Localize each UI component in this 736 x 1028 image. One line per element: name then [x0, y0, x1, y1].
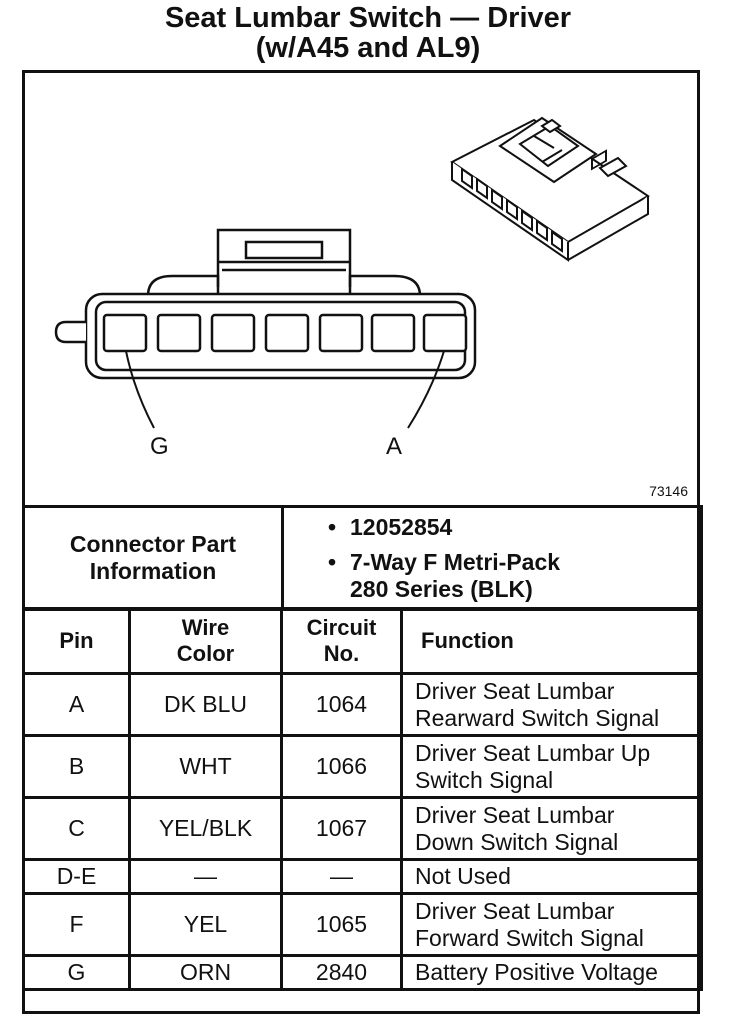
pin-label-a: A	[386, 433, 402, 460]
header-wire-color: Wire Color	[128, 607, 283, 675]
pin-cell: G	[22, 954, 131, 991]
diagram-subtitle: (w/A45 and AL9)	[255, 32, 481, 64]
header-pin: Pin	[22, 607, 131, 675]
pin-table: Pin Wire Color Circuit No. Function A DK…	[22, 607, 703, 991]
circuit-cell: —	[280, 858, 403, 895]
wire-color-cell: ORN	[128, 954, 283, 991]
connector-cavities	[102, 313, 468, 353]
table-row: G ORN 2840 Battery Positive Voltage	[22, 954, 703, 991]
function-cell: Battery Positive Voltage	[400, 954, 703, 991]
function-cell: Not Used	[400, 858, 703, 895]
connector-info-label-text: Connector Part Information	[69, 531, 237, 584]
figure-number: 73146	[649, 483, 688, 499]
table-row: F YEL 1065 Driver Seat Lumbar Forward Sw…	[22, 892, 703, 957]
connector-type: 7-Way F Metri-Pack 280 Series (BLK)	[328, 549, 590, 603]
leader-lines	[125, 350, 445, 429]
circuit-cell: 2840	[280, 954, 403, 991]
part-number: 12052854	[328, 514, 700, 541]
connector-isometric-view	[450, 116, 650, 262]
cavity-b	[370, 313, 416, 353]
cavity-d	[264, 313, 310, 353]
connector-info-label: Connector Part Information	[22, 505, 284, 611]
connector-info-table: Connector Part Information 12052854 7-Wa…	[22, 505, 703, 611]
cavity-c	[318, 313, 364, 353]
wire-color-cell: WHT	[128, 734, 283, 799]
wire-color-cell: YEL/BLK	[128, 796, 283, 861]
function-cell: Driver Seat Lumbar Forward Switch Signal	[400, 892, 703, 957]
pin-cell: A	[22, 672, 131, 737]
table-row: B WHT 1066 Driver Seat Lumbar Up Switch …	[22, 734, 703, 799]
function-cell: Driver Seat Lumbar Up Switch Signal	[400, 734, 703, 799]
wire-color-cell: —	[128, 858, 283, 895]
cavity-e	[210, 313, 256, 353]
circuit-cell: 1065	[280, 892, 403, 957]
circuit-cell: 1064	[280, 672, 403, 737]
connector-face-view	[54, 228, 477, 380]
function-cell: Driver Seat Lumbar Down Switch Signal	[400, 796, 703, 861]
cavity-g	[102, 313, 148, 353]
connector-illustration: G A 73146	[54, 116, 688, 499]
diagram-title: Seat Lumbar Switch — Driver	[164, 2, 572, 34]
circuit-cell: 1067	[280, 796, 403, 861]
connector-info-items: 12052854 7-Way F Metri-Pack 280 Series (…	[281, 505, 703, 611]
function-cell: Driver Seat Lumbar Rearward Switch Signa…	[400, 672, 703, 737]
cavity-a	[422, 313, 468, 353]
pin-cell: C	[22, 796, 131, 861]
wire-color-cell: YEL	[128, 892, 283, 957]
header-circuit: Circuit No.	[280, 607, 403, 675]
pin-cell: F	[22, 892, 131, 957]
pin-cell: B	[22, 734, 131, 799]
table-row: D-E — — Not Used	[22, 858, 703, 895]
pin-cell: D-E	[22, 858, 131, 895]
header-function: Function	[400, 607, 703, 675]
table-row: A DK BLU 1064 Driver Seat Lumbar Rearwar…	[22, 672, 703, 737]
table-row: C YEL/BLK 1067 Driver Seat Lumbar Down S…	[22, 796, 703, 861]
pin-label-g: G	[150, 433, 169, 460]
wire-color-cell: DK BLU	[128, 672, 283, 737]
cavity-f	[156, 313, 202, 353]
circuit-cell: 1066	[280, 734, 403, 799]
